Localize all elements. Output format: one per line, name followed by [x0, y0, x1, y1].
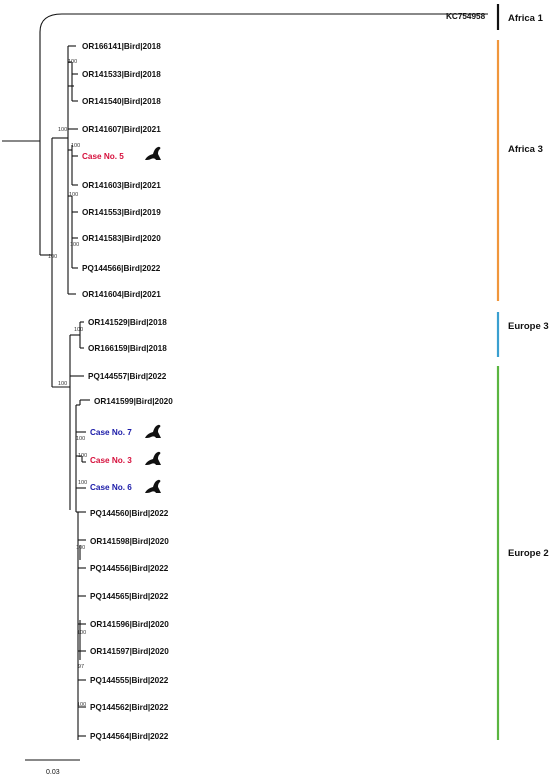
leaf-label: OR141599|Bird|2020	[94, 397, 173, 406]
seal-icon	[145, 146, 161, 160]
leaf-label: OR141603|Bird|2021	[82, 181, 161, 190]
scale-bar: 0.03	[25, 759, 80, 776]
leaf-label: OR141540|Bird|2018	[82, 97, 161, 106]
leaf-label: PQ144557|Bird|2022	[88, 372, 167, 381]
bootstrap-value: 100	[74, 327, 83, 333]
leaf-label: OR141597|Bird|2020	[90, 647, 169, 656]
bootstrap-value: 100	[68, 59, 77, 65]
bootstrap-value: 100	[76, 545, 85, 551]
bootstrap-value: 97	[78, 664, 84, 670]
tree-branches	[2, 13, 488, 740]
leaf-label: OR141604|Bird|2021	[82, 290, 161, 299]
leaf-label: OR141529|Bird|2018	[88, 318, 167, 327]
leaf-label-case: Case No. 6	[90, 483, 132, 492]
bootstrap-value: 100	[58, 381, 67, 387]
bootstrap-value: 100	[69, 192, 78, 198]
leaf-label: PQ144555|Bird|2022	[90, 676, 169, 685]
bootstrap-value: 100	[78, 453, 87, 459]
bootstrap-value: 100	[58, 127, 67, 133]
clade-label: Africa 1	[508, 13, 544, 24]
clade-annotations: Africa 1 Africa 3 Europe 3 Europe 2	[496, 4, 549, 740]
clade-label: Europe 3	[508, 321, 549, 332]
leaf-label: OR141607|Bird|2021	[82, 125, 161, 134]
leaf-label: PQ144565|Bird|2022	[90, 592, 169, 601]
bootstrap-value: 100	[76, 436, 85, 442]
leaf-label: PQ144560|Bird|2022	[90, 509, 169, 518]
leaf-label: PQ144566|Bird|2022	[82, 264, 161, 273]
clade-label: Europe 2	[508, 548, 549, 559]
leaf-label: OR141533|Bird|2018	[82, 70, 161, 79]
leaf-label-case: Case No. 7	[90, 428, 132, 437]
seal-icon	[145, 451, 161, 465]
leaf-label: OR141598|Bird|2020	[90, 537, 169, 546]
leaf-label: OR141553|Bird|2019	[82, 208, 161, 217]
seal-icon	[145, 479, 161, 493]
bootstrap-value: 100	[48, 254, 57, 260]
bootstrap-value: 100	[70, 242, 79, 248]
leaf-label: PQ144556|Bird|2022	[90, 564, 169, 573]
leaf-label-case: Case No. 5	[82, 152, 124, 161]
leaf-label: KC754958	[446, 12, 486, 21]
leaf-labels: KC754958 OR166141|Bird|2018 OR141533|Bir…	[82, 12, 486, 741]
scale-bar-label: 0.03	[46, 769, 60, 776]
leaf-label: OR166141|Bird|2018	[82, 42, 161, 51]
bootstrap-value: 100	[77, 702, 86, 708]
bootstrap-value: 100	[77, 630, 86, 636]
bootstrap-value: 100	[71, 143, 80, 149]
leaf-label: PQ144564|Bird|2022	[90, 732, 169, 741]
clade-label: Africa 3	[508, 144, 543, 155]
leaf-label-case: Case No. 3	[90, 456, 132, 465]
leaf-label: OR141596|Bird|2020	[90, 620, 169, 629]
seal-icons	[145, 146, 161, 493]
leaf-label: OR166159|Bird|2018	[88, 344, 167, 353]
seal-icon	[145, 424, 161, 438]
bootstrap-value: 100	[78, 480, 87, 486]
bootstrap-values: 100 100 100 100 100 100 100 100 100 100 …	[48, 59, 87, 708]
leaf-label: OR141583|Bird|2020	[82, 234, 161, 243]
leaf-label: PQ144562|Bird|2022	[90, 703, 169, 712]
